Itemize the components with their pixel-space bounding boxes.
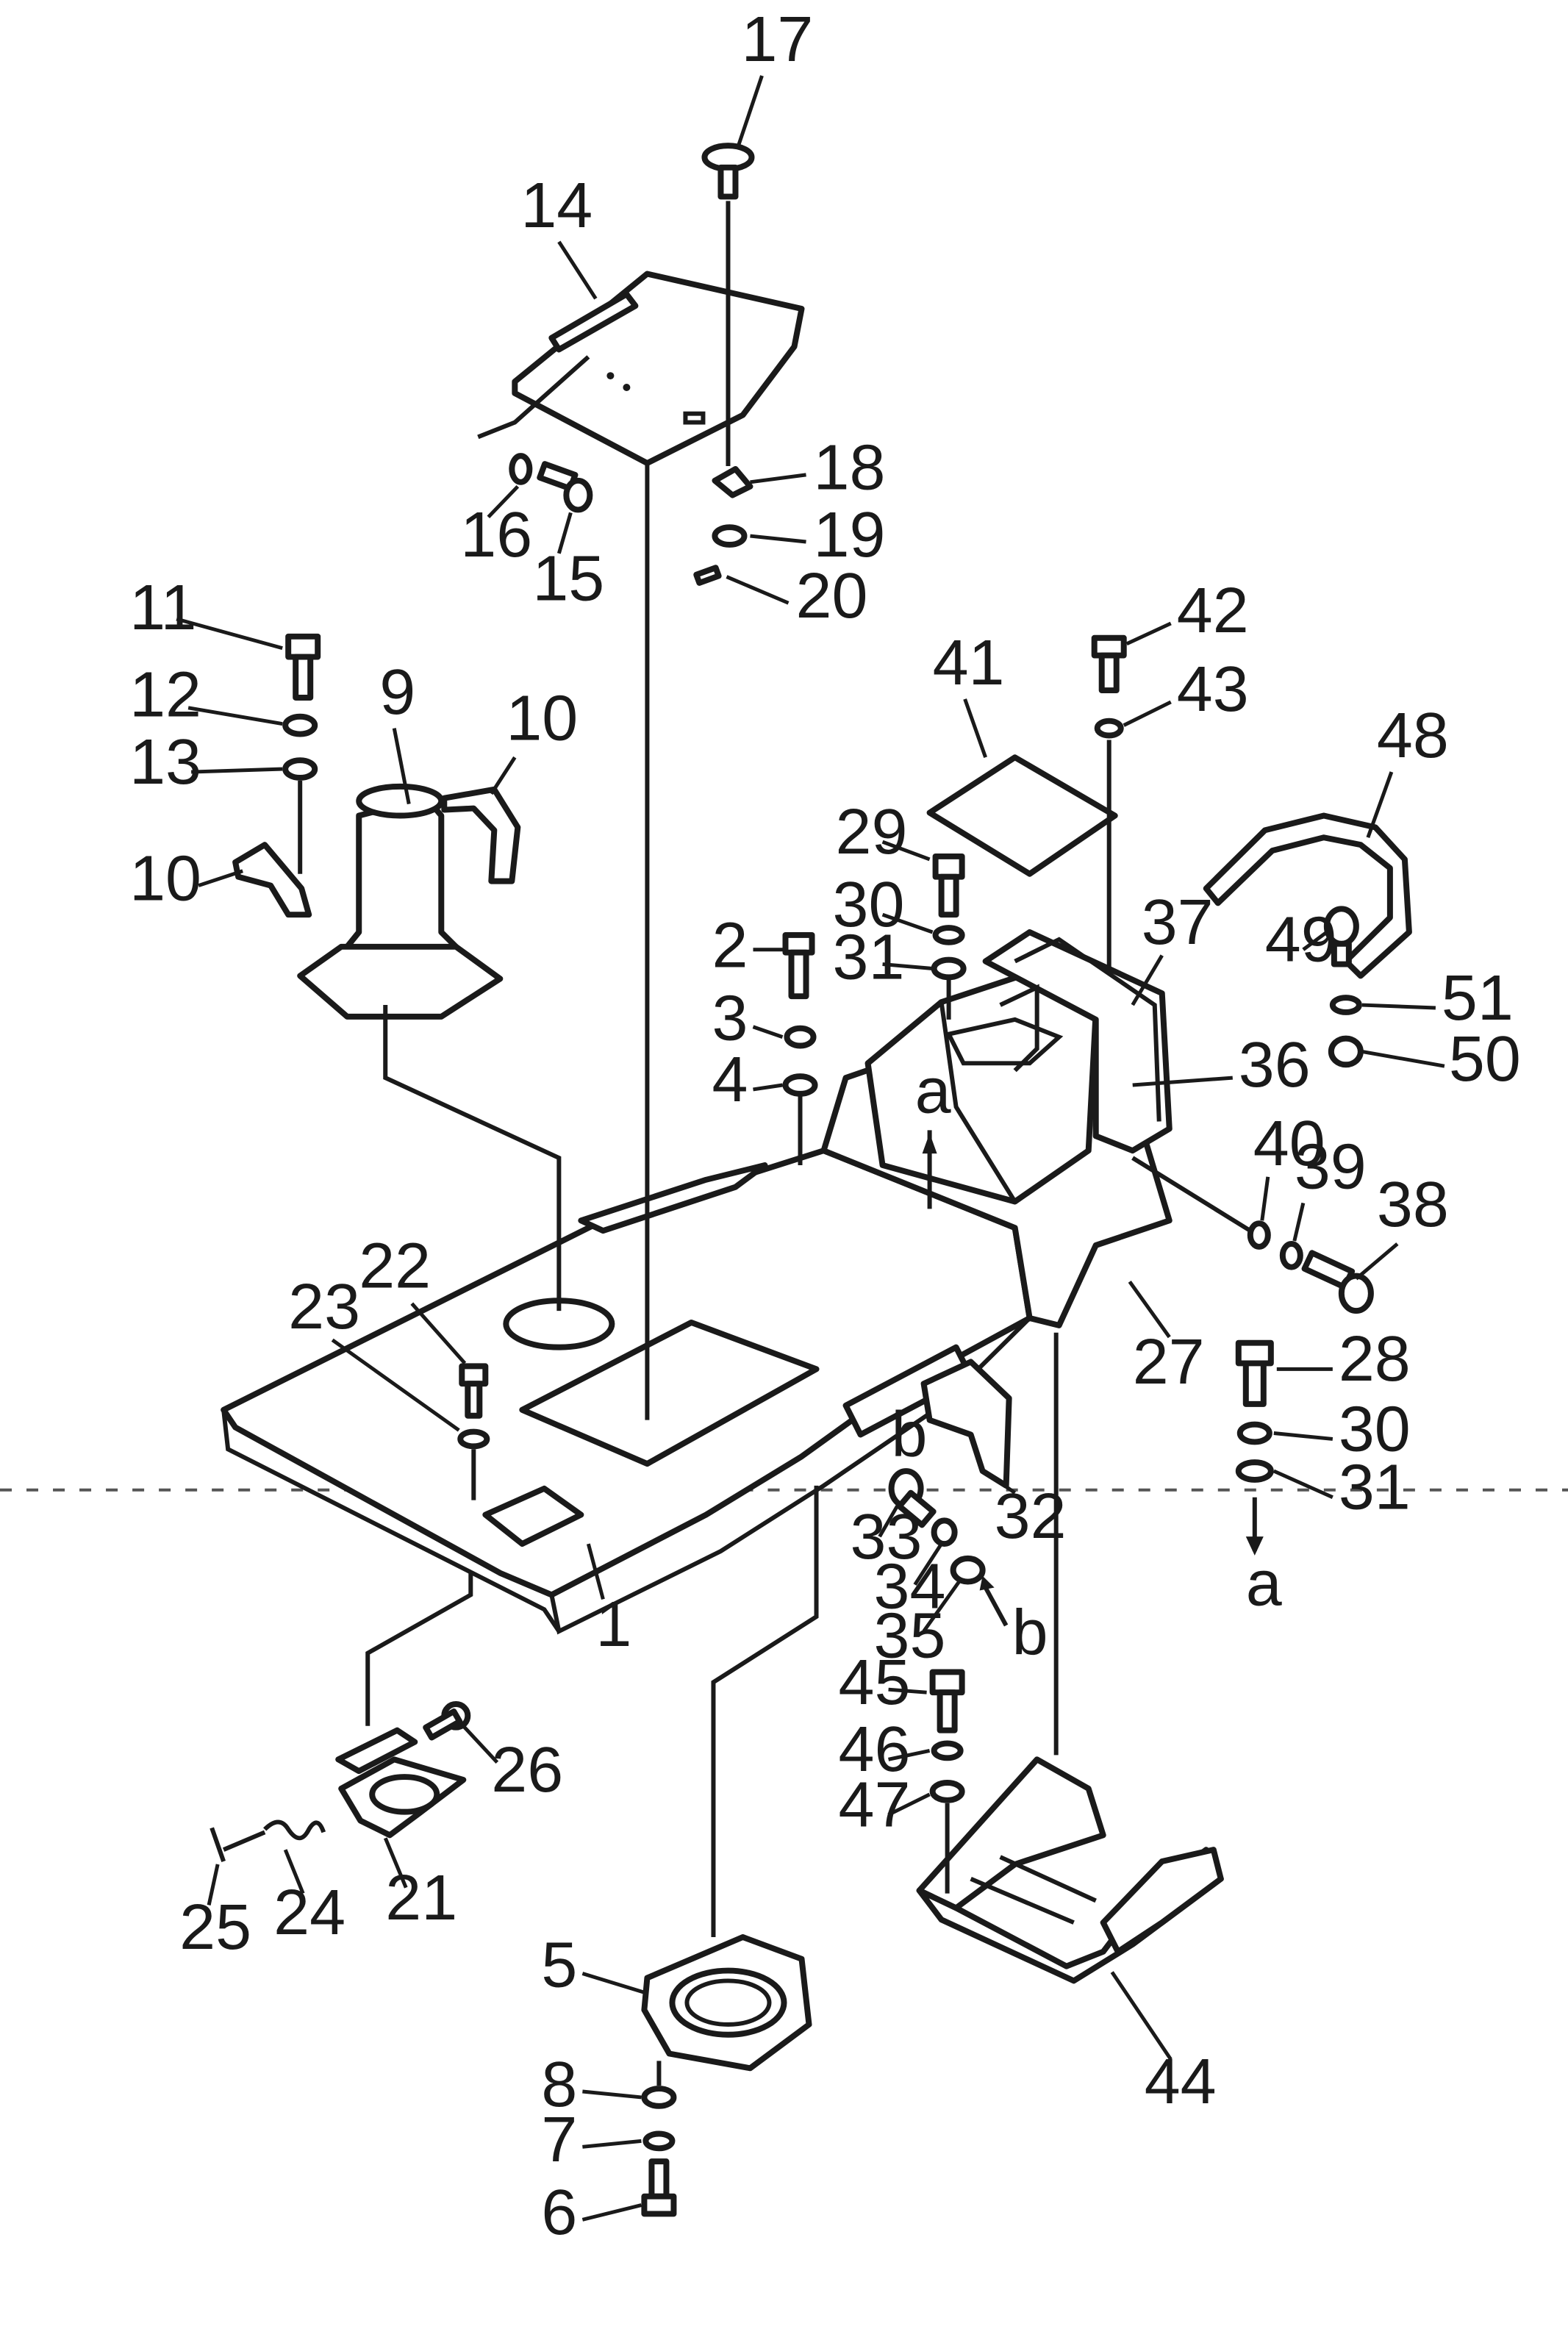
bolt-15 — [537, 461, 593, 513]
pin-20 — [693, 565, 722, 586]
label-p43: 43 — [1177, 653, 1249, 725]
label-p14: 14 — [520, 169, 593, 241]
label-p10a: 10 — [506, 682, 578, 754]
column-cover — [297, 783, 504, 1020]
floor-plate — [512, 271, 805, 466]
label-p22: 22 — [359, 1230, 431, 1302]
leader-cover-to-frame — [383, 1005, 562, 1311]
label-p20: 20 — [796, 559, 868, 631]
label-p35: 35 — [874, 1600, 946, 1672]
label-p38: 38 — [1377, 1169, 1449, 1241]
label-p4: 4 — [712, 1043, 748, 1115]
bolt-33 — [888, 1468, 937, 1528]
bracket-32 — [920, 1359, 1012, 1489]
bolt-22 — [457, 1363, 490, 1500]
label-p24: 24 — [273, 1876, 346, 1948]
label-p13: 13 — [129, 726, 201, 798]
flange-5 — [641, 1934, 812, 2072]
label-p33: 33 — [851, 1500, 923, 1572]
access-plate — [335, 1727, 467, 1839]
nut-19 — [712, 524, 748, 548]
ref-a-top: a — [915, 1055, 951, 1127]
label-p31a: 31 — [833, 921, 905, 993]
cotter-pin-25 — [210, 1827, 226, 1862]
label-p21: 21 — [385, 1862, 457, 1934]
label-p50: 50 — [1449, 1023, 1521, 1095]
bolt-stack-6 — [641, 2061, 677, 2217]
bolt-stack-28 — [1235, 1339, 1274, 1556]
bushing-50 — [1328, 1035, 1364, 1068]
label-p31b: 31 — [1339, 1451, 1411, 1523]
label-p5: 5 — [541, 1929, 577, 2001]
cover-plate — [926, 754, 1118, 877]
leader-plate21-to-frame — [365, 1572, 473, 1726]
washer-39 — [1279, 1240, 1303, 1270]
label-p6: 6 — [541, 2177, 577, 2249]
bolt-38 — [1301, 1250, 1374, 1314]
label-p37: 37 — [1142, 886, 1214, 958]
label-p7: 7 — [541, 2104, 577, 2176]
leader-flange-to-frame — [711, 1485, 819, 1938]
label-p48: 48 — [1377, 700, 1449, 772]
washer-16 — [509, 453, 533, 485]
label-p25: 25 — [179, 1891, 251, 1963]
label-p49: 49 — [1265, 903, 1337, 976]
label-p26: 26 — [491, 1733, 563, 1806]
label-p17: 17 — [741, 4, 813, 76]
label-p29: 29 — [836, 795, 908, 867]
seal-left — [232, 842, 312, 918]
ref-b-bottom: b — [1012, 1597, 1048, 1669]
label-p11: 11 — [129, 571, 196, 643]
label-p2: 2 — [712, 909, 748, 981]
seal-right — [441, 786, 521, 884]
clip-18 — [712, 465, 753, 498]
label-p34: 34 — [874, 1550, 946, 1622]
label-p19: 19 — [814, 498, 886, 570]
label-p10b: 10 — [129, 842, 201, 915]
label-p40: 40 — [1253, 1107, 1325, 1179]
label-p18: 18 — [814, 432, 886, 504]
label-p28: 28 — [1339, 1323, 1411, 1395]
washer-35 — [950, 1555, 986, 1585]
label-p12: 12 — [129, 659, 201, 731]
label-p39: 39 — [1295, 1131, 1367, 1203]
label-p15: 15 — [532, 543, 604, 615]
label-p1: 1 — [595, 1588, 631, 1660]
main-frame — [221, 970, 1173, 1635]
bolt-stack-29 — [931, 853, 967, 1020]
label-p44: 44 — [1145, 2045, 1217, 2117]
label-p45: 45 — [839, 1646, 911, 1718]
bolt-stack-2 — [782, 931, 818, 1165]
ref-b-top: b — [892, 1399, 928, 1471]
washer-40 — [1247, 1220, 1271, 1250]
washer-51 — [1329, 995, 1362, 1015]
label-p36: 36 — [1239, 1028, 1311, 1101]
pin-26 — [423, 1701, 471, 1741]
label-p46: 46 — [839, 1714, 911, 1786]
spring-24 — [263, 1819, 326, 1841]
bolt-stack-11 — [282, 633, 321, 874]
label-p8: 8 — [541, 2048, 577, 2120]
label-p51: 51 — [1442, 962, 1514, 1034]
knob-17 — [701, 143, 755, 200]
label-p41: 41 — [933, 627, 1005, 699]
label-p30a: 30 — [833, 868, 905, 940]
label-p27: 27 — [1133, 1326, 1205, 1398]
washer-34 — [931, 1517, 958, 1547]
label-p47: 47 — [839, 1769, 911, 1841]
bolt-stack-45 — [929, 1669, 965, 1894]
label-p3: 3 — [712, 982, 748, 1054]
label-p30b: 30 — [1339, 1393, 1411, 1465]
label-p23: 23 — [288, 1270, 360, 1342]
control-box — [982, 929, 1173, 1154]
label-p9: 9 — [379, 656, 415, 728]
label-p42: 42 — [1177, 574, 1249, 646]
seat-stand — [916, 1756, 1224, 1984]
ref-a-bottom: a — [1246, 1547, 1282, 1620]
nut-49 — [1323, 906, 1359, 967]
